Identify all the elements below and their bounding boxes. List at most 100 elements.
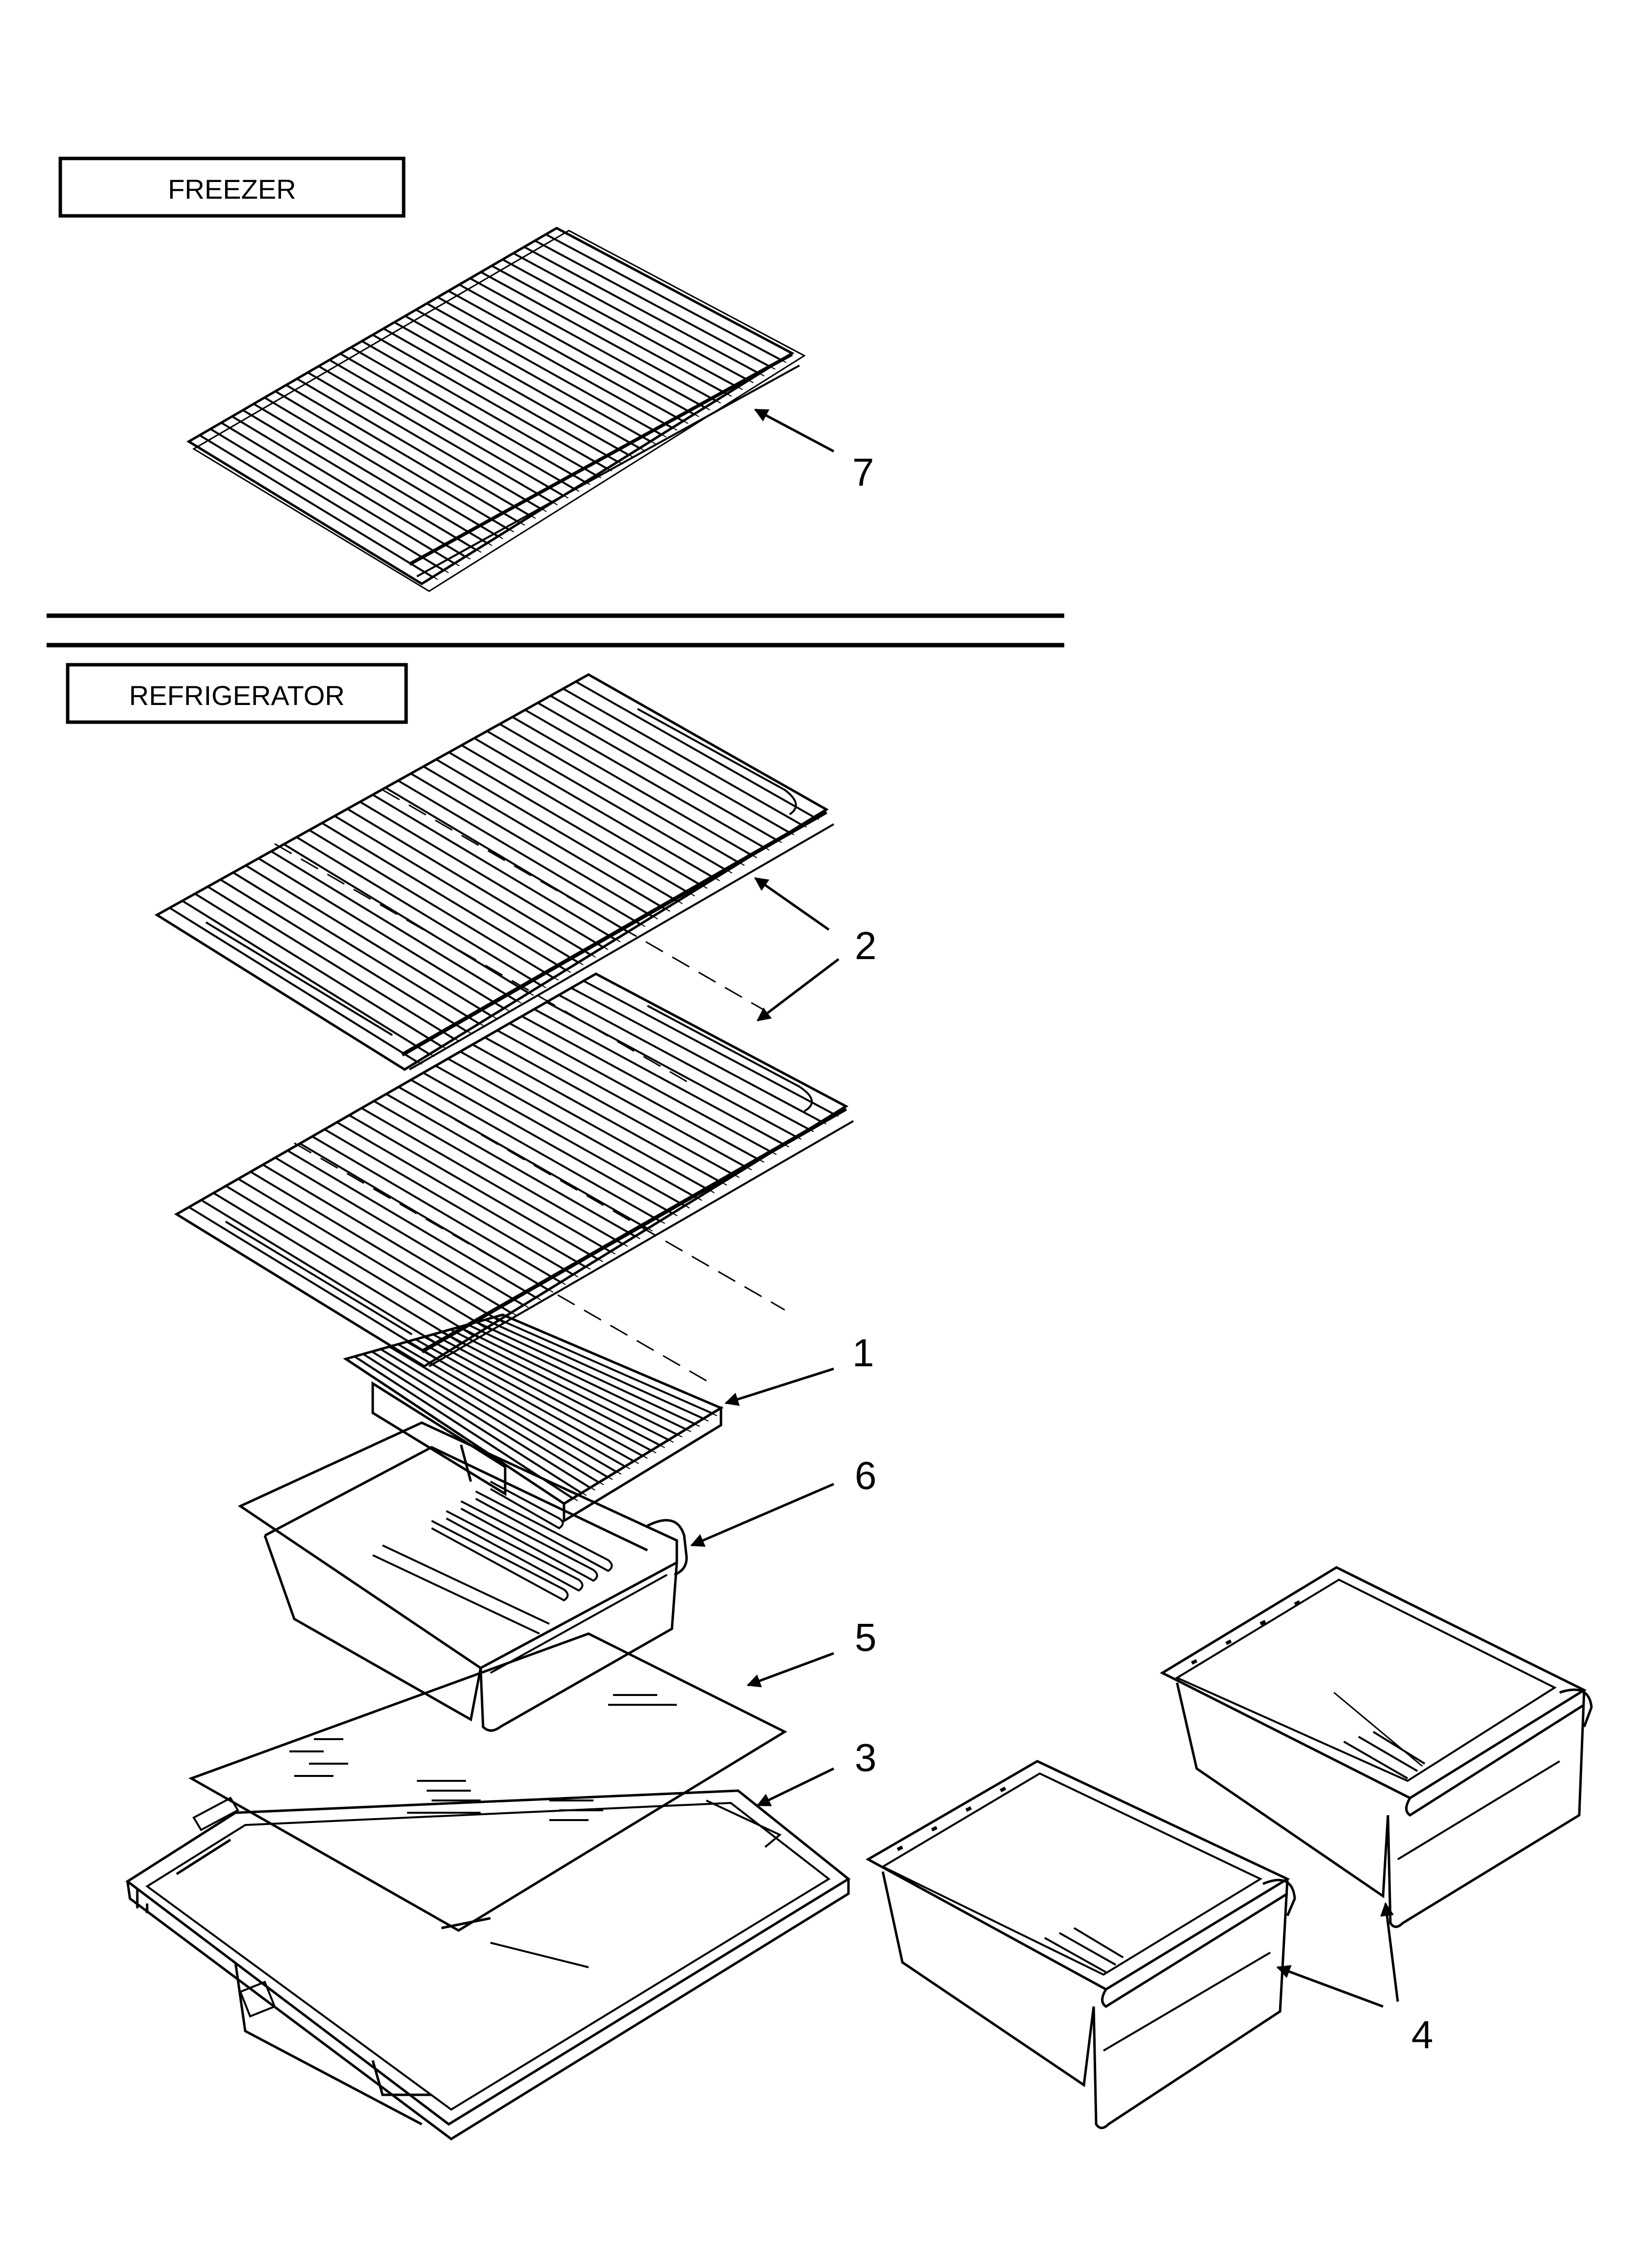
shelf-rod (442, 299, 678, 431)
callout-7: 7 (852, 450, 874, 494)
shelf-rod (466, 747, 708, 889)
shelf-rod (504, 726, 745, 866)
shelf-rod (390, 789, 633, 935)
shelf-rod (388, 330, 623, 465)
shelf-rod (539, 242, 776, 370)
shelf-rod (356, 349, 590, 485)
shelf-rod (502, 1032, 752, 1171)
shelf-rod (464, 1053, 715, 1194)
shelf-rod (243, 1181, 491, 1331)
shelf-rod (530, 712, 770, 851)
shelf-rod (205, 1202, 455, 1354)
shelf-rod (391, 1096, 641, 1239)
shelf-rod (364, 804, 609, 950)
shelf-rod (301, 839, 546, 989)
shelf-rod (526, 1018, 777, 1155)
shelf-rod (542, 704, 782, 843)
leader-lines (690, 408, 1399, 2008)
shelf-rod (403, 1346, 622, 1475)
shelf-rod (440, 761, 683, 904)
shelf-rod (226, 424, 460, 567)
shelf-rod (169, 907, 418, 1063)
shelf-rod (366, 343, 601, 478)
shelf-rod (490, 1322, 709, 1422)
shelf-rod (225, 882, 472, 1034)
leader-3 (756, 1767, 835, 1807)
shelf-rod (212, 888, 460, 1042)
shelf-support-wire (382, 789, 766, 1012)
shelf-rod (352, 810, 596, 958)
leader-5 (746, 1652, 834, 1688)
shelf-rod (452, 1061, 702, 1201)
callout-6: 6 (855, 1454, 877, 1497)
shelf-rod (314, 832, 559, 981)
freezer-section-label: FREEZER (58, 156, 406, 218)
shelf-rod (288, 846, 534, 996)
shelf-rod (479, 740, 720, 882)
shelf-rod (377, 797, 621, 942)
shelf-rod (236, 418, 471, 560)
shelf-rod (255, 1173, 504, 1324)
shelf-rod (517, 719, 757, 859)
shelf-rod (588, 983, 839, 1117)
callout-2: 2 (855, 924, 877, 967)
leader-1 (724, 1367, 834, 1406)
refrigerator-wire-shelf-upper (154, 673, 835, 1085)
shelf-rod (446, 1334, 666, 1448)
shelf-rod (507, 261, 743, 390)
shelf-rod (428, 1074, 678, 1217)
callout-1: 1 (852, 1331, 874, 1375)
shelf-rod (472, 1327, 692, 1433)
crisper-frame (125, 1789, 851, 2141)
shelf-rod (453, 754, 695, 897)
shelf-rod (341, 1124, 591, 1270)
shelf-rod (415, 775, 658, 920)
shelf-rod (215, 431, 449, 574)
shelf-rod (204, 437, 438, 580)
shelf-support-wire (294, 1142, 712, 1384)
crisper-glass-panel (188, 1632, 788, 1932)
shelf-rod (498, 1319, 718, 1416)
refrigerator-wire-shelf-lower (174, 972, 854, 1384)
shelf-rod (491, 733, 733, 874)
shelf-rod (247, 412, 482, 553)
shelf-rod (193, 1209, 442, 1362)
callout-numbers: 7 2 1 6 5 3 4 (852, 450, 1434, 2057)
shelf-rod (489, 1039, 740, 1178)
shelf-rod (415, 1082, 666, 1224)
shelf-rod (377, 337, 612, 471)
crisper-drawer-right-front (865, 1760, 1296, 2129)
shelf-rod (312, 374, 547, 512)
shelf-rod (518, 255, 754, 384)
leader-6 (690, 1483, 834, 1547)
shelf-rod (411, 1344, 630, 1470)
shelf-rod (477, 1046, 727, 1186)
shelf-rod (368, 1356, 587, 1496)
shelf-rod (334, 362, 569, 499)
shelf-rod (550, 236, 787, 363)
crisper-drawer (237, 1421, 688, 1732)
shelf-rod (302, 381, 536, 519)
shelf-rod (194, 893, 442, 1047)
shelf-rod (486, 274, 721, 404)
shelf-rod (329, 1131, 579, 1277)
shelf-rod (362, 1353, 582, 1494)
freezer-label: FREEZER (168, 174, 296, 205)
shelf-rod (354, 1117, 603, 1262)
shelf-rod (267, 1167, 516, 1316)
leader-4b (1380, 1902, 1399, 2002)
shelf-rod (455, 1331, 674, 1443)
shelf-rod (378, 1103, 628, 1247)
shelf-rod (345, 356, 580, 492)
shelf-rod (410, 318, 645, 451)
shelf-rod (394, 1349, 613, 1480)
shelf-rod (280, 1159, 529, 1308)
shelf-rod (280, 393, 514, 533)
shelf-rod (250, 867, 497, 1019)
shelf-rod (187, 903, 435, 1057)
shelf-rod (429, 1339, 648, 1459)
leader-4a (1276, 1965, 1384, 2008)
shelf-rod (291, 387, 525, 526)
section-divider (47, 613, 1064, 648)
